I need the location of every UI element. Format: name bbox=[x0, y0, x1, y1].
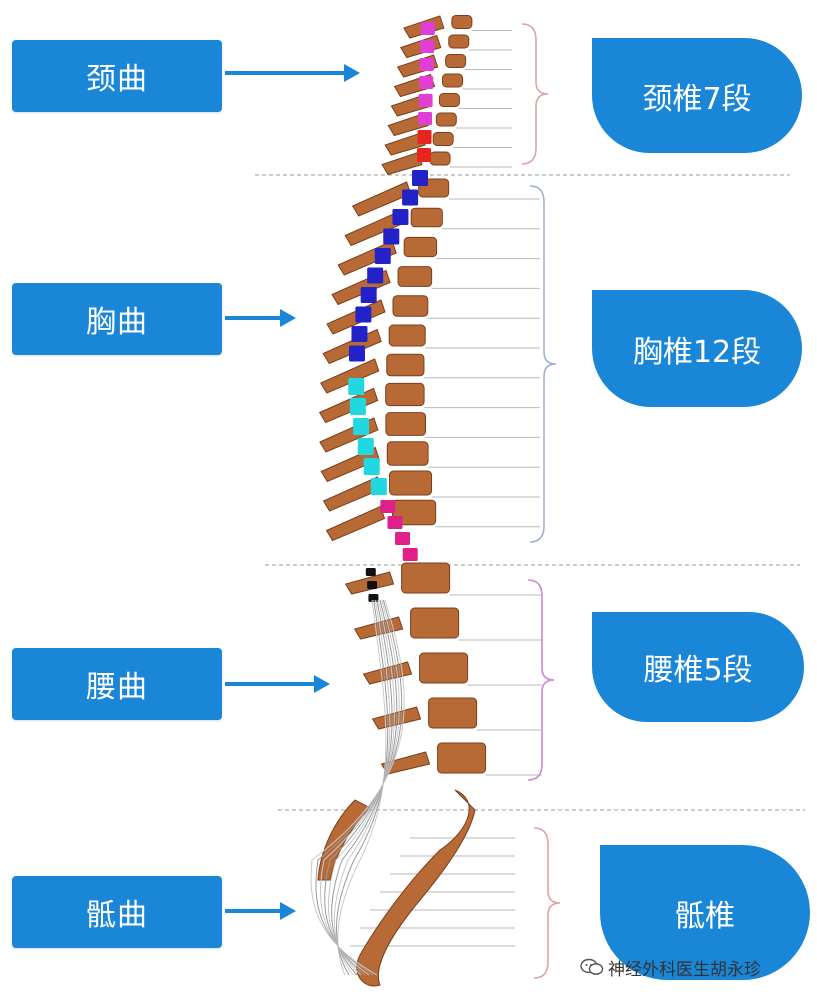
sacral-curve-label: 骶曲 bbox=[12, 876, 222, 948]
cauda-equina-fiber bbox=[331, 599, 393, 976]
cord-segment bbox=[417, 148, 432, 162]
cord-segment bbox=[363, 458, 380, 475]
cord-segment bbox=[402, 189, 419, 206]
cord-segment bbox=[357, 438, 374, 455]
segment-bracket bbox=[521, 23, 549, 165]
vertebral-body bbox=[442, 73, 464, 88]
cord-segment bbox=[419, 58, 434, 71]
spinal-nerves bbox=[350, 30, 542, 947]
sacrum bbox=[356, 789, 476, 987]
vertebral-body bbox=[397, 266, 433, 287]
cord-segment bbox=[418, 112, 433, 125]
vertebral-body bbox=[385, 382, 425, 407]
vertebral-body bbox=[419, 652, 469, 684]
spinous-process bbox=[318, 387, 379, 424]
sacral-segment-bubble: 骶椎 bbox=[600, 845, 810, 980]
cord-segment bbox=[370, 478, 387, 495]
thoracic-curve-label: 胸曲 bbox=[12, 283, 222, 355]
arrow-head bbox=[280, 309, 296, 327]
vertebral-body bbox=[403, 236, 438, 258]
cord-segment bbox=[365, 568, 376, 576]
thoracic-segment-bubble: 胸椎12段 bbox=[592, 290, 802, 407]
cauda-equina-fiber bbox=[327, 599, 395, 976]
cord-segment bbox=[383, 228, 400, 245]
cauda-equina-fiber bbox=[337, 599, 387, 976]
cord-segment bbox=[351, 326, 368, 342]
vertebral-body bbox=[389, 470, 433, 496]
lumbar-curve-label: 腰曲 bbox=[12, 648, 222, 720]
curve-arrows bbox=[225, 64, 360, 920]
segment-bracket bbox=[529, 185, 557, 543]
vertebral-body bbox=[410, 607, 460, 639]
vertebral-body bbox=[451, 15, 473, 29]
cord-segment bbox=[349, 398, 366, 415]
cord-segment bbox=[392, 209, 409, 225]
spinous-process bbox=[325, 505, 386, 542]
cord-segment bbox=[420, 40, 435, 53]
vertebral-body bbox=[445, 54, 467, 68]
arrow-head bbox=[280, 902, 296, 920]
vertebral-body bbox=[401, 562, 451, 594]
vertebral-body bbox=[437, 742, 487, 774]
vertebral-body bbox=[438, 93, 460, 107]
cord-segment bbox=[412, 170, 428, 186]
cord-segment bbox=[367, 267, 384, 284]
cauda-equina-fiber bbox=[335, 599, 389, 976]
vertebral-body bbox=[386, 441, 429, 466]
spinous-process bbox=[362, 661, 413, 685]
spinous-process bbox=[320, 446, 380, 483]
cord-segment bbox=[349, 345, 366, 362]
vertebral-body bbox=[448, 34, 470, 49]
cord-segment bbox=[417, 130, 432, 144]
spinous-process bbox=[353, 616, 404, 640]
cord-segment bbox=[353, 418, 370, 435]
cauda-equina bbox=[310, 599, 405, 976]
cord-segment bbox=[419, 76, 434, 89]
vertebral-bodies bbox=[356, 15, 487, 987]
cauda-equina-fiber bbox=[310, 599, 405, 976]
vertebral-body bbox=[392, 295, 429, 317]
vertebral-body bbox=[428, 697, 478, 729]
watermark-text: 神经外科医生胡永珍 bbox=[608, 959, 761, 980]
wechat-icon bbox=[580, 958, 604, 975]
segment-bracket bbox=[527, 579, 555, 781]
cord-segment bbox=[418, 94, 433, 107]
cauda-equina-fiber bbox=[333, 599, 391, 976]
lumbar-segment-bubble: 腰椎5段 bbox=[592, 612, 804, 722]
vertebral-body bbox=[429, 151, 451, 166]
cauda-equina-fiber bbox=[319, 599, 400, 976]
arrow-head bbox=[344, 64, 360, 82]
cord-segment bbox=[380, 500, 396, 513]
cord-segment bbox=[402, 548, 418, 561]
cord-segment bbox=[395, 532, 411, 545]
cord-segment bbox=[420, 22, 435, 35]
cauda-equina-fiber bbox=[315, 599, 403, 976]
vertebral-body bbox=[410, 207, 443, 228]
vertebral-body bbox=[386, 353, 425, 377]
cervical-segment-bubble: 颈椎7段 bbox=[592, 38, 802, 153]
cauda-equina-fiber bbox=[324, 599, 398, 976]
cord-segment bbox=[360, 287, 377, 303]
segment-brackets bbox=[521, 23, 561, 979]
cord-segment bbox=[367, 581, 378, 589]
arrow-head bbox=[314, 675, 330, 693]
cord-segment bbox=[355, 306, 372, 323]
spinous-process bbox=[320, 358, 380, 394]
segment-bracket bbox=[533, 827, 561, 979]
vertebral-body bbox=[385, 412, 426, 436]
cord-segment bbox=[387, 516, 403, 529]
vertebral-body bbox=[435, 112, 457, 127]
cervical-curve-label: 颈曲 bbox=[12, 40, 222, 112]
cord-segment bbox=[348, 378, 365, 395]
vertebral-body bbox=[432, 132, 454, 146]
spinal-cord-segments bbox=[348, 22, 435, 602]
vertebral-body bbox=[388, 324, 426, 347]
cord-segment bbox=[374, 248, 391, 264]
cord-segment bbox=[368, 594, 379, 602]
watermark: 神经外科医生胡永珍 bbox=[580, 952, 761, 982]
